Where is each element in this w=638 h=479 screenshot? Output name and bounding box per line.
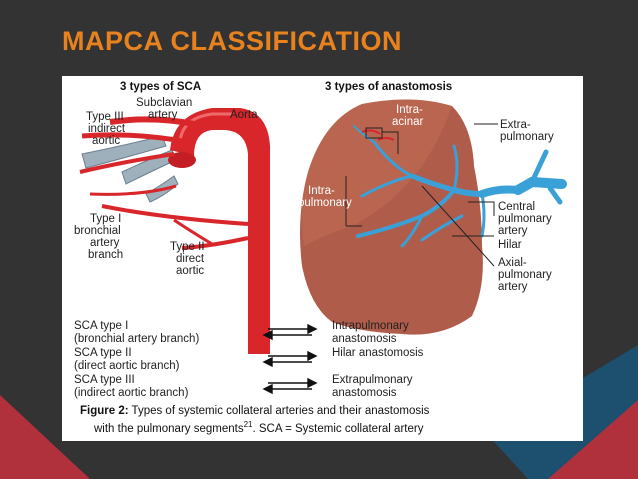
label-type1: Type I [90, 213, 121, 225]
label-type3-aortic: aortic [92, 135, 120, 147]
caption-line2-end: . SCA = Systemic collateral artery [252, 422, 424, 435]
anastomosis-type-1: Intrapulmonary anastomosis [332, 320, 409, 346]
label-subclavian: Subclavian [136, 97, 192, 109]
label-axial: Axial- [498, 257, 527, 269]
table-arrows [262, 323, 318, 395]
label-aorta: Aorta [230, 109, 258, 121]
sca-type-1-desc: (bronchial artery branch) [74, 333, 200, 345]
label-type3: Type III [86, 111, 124, 123]
double-arrow-icon [262, 377, 318, 395]
heading-anastomosis: 3 types of anastomosis [325, 81, 452, 93]
pulmonary-arteries [353, 125, 567, 248]
double-arrow-icon [262, 350, 318, 368]
figure-illustration: 3 types of SCA 3 types of anastomosis Su… [74, 81, 567, 395]
sca-type-3-name: SCA type III [74, 374, 135, 386]
anastomosis-type-1-name: Intrapulmonary [332, 320, 409, 332]
anastomosis-type-1-desc: anastomosis [332, 333, 397, 345]
sca-type-2-name: SCA type II [74, 347, 132, 359]
label-axial-pulmonary: pulmonary [498, 269, 552, 281]
lung-collaterals [361, 129, 395, 141]
label-pulmonary: pulmonary [298, 197, 352, 209]
sca-type-1: SCA type I (bronchial artery branch) [74, 320, 199, 346]
label-type1-branch: branch [88, 249, 123, 261]
label-type1-artery: artery [90, 237, 120, 249]
anastomosis-type-3: Extrapulmonary anastomosis [332, 374, 413, 400]
anastomosis-type-2-name: Hilar anastomosis [332, 347, 424, 359]
caption-line1: Types of systemic collateral arteries an… [128, 405, 430, 417]
label-type1-bronchial: bronchial [74, 225, 121, 237]
label-extra-pulmonary: Extra- [500, 119, 531, 131]
anatomy-figure: 3 types of SCA 3 types of anastomosis Su… [62, 76, 583, 441]
anastomosis-markers [345, 123, 498, 267]
caption-reference: 21 [243, 420, 253, 429]
label-extra-pulmonary-2: pulmonary [500, 131, 554, 143]
label-intra-acinar: Intra- [396, 104, 423, 116]
bronchial-tree [81, 135, 179, 203]
anastomosis-labels: Intra- acinar Intra- pulmonary Extra- pu… [298, 104, 554, 293]
label-type2: Type II [170, 241, 205, 253]
lung-illustration [300, 99, 483, 335]
label-intra-pulmonary: Intra- [308, 185, 335, 197]
aorta-illustration [79, 108, 270, 354]
anastomosis-type-3-desc: anastomosis [332, 387, 397, 399]
sca-labels: Subclavian artery Aorta Type III indirec… [74, 97, 258, 277]
double-arrow-icon [262, 323, 318, 341]
anastomosis-type-3-name: Extrapulmonary [332, 374, 413, 386]
label-hilar: Hilar [498, 239, 522, 251]
caption-label: Figure 2: [80, 405, 129, 417]
label-subclavian-artery: artery [148, 109, 178, 121]
label-central: Central [498, 201, 535, 213]
slide-title: MAPCA CLASSIFICATION [62, 26, 402, 56]
sca-type-3-desc: (indirect aortic branch) [74, 387, 189, 399]
anastomosis-type-2: Hilar anastomosis [332, 347, 423, 360]
sca-type-2-desc: (direct aortic branch) [74, 360, 180, 372]
label-axial-artery: artery [498, 281, 528, 293]
label-type2-direct: direct [176, 253, 205, 265]
label-central-artery: artery [498, 225, 528, 237]
heading-sca: 3 types of SCA [120, 81, 201, 93]
label-central-pulmonary: pulmonary [498, 213, 552, 225]
label-type2-aortic: aortic [176, 265, 204, 277]
sca-type-3: SCA type III (indirect aortic branch) [74, 374, 188, 400]
sca-type-1-name: SCA type I [74, 320, 129, 332]
label-type3-indirect: indirect [88, 123, 126, 135]
caption-line2: with the pulmonary segments [94, 422, 244, 435]
figure-caption: Figure 2: Types of systemic collateral a… [74, 404, 574, 436]
sca-type-2: SCA type II (direct aortic branch) [74, 347, 179, 373]
label-acinar: acinar [392, 116, 423, 128]
decor-red-shape [0, 395, 90, 479]
